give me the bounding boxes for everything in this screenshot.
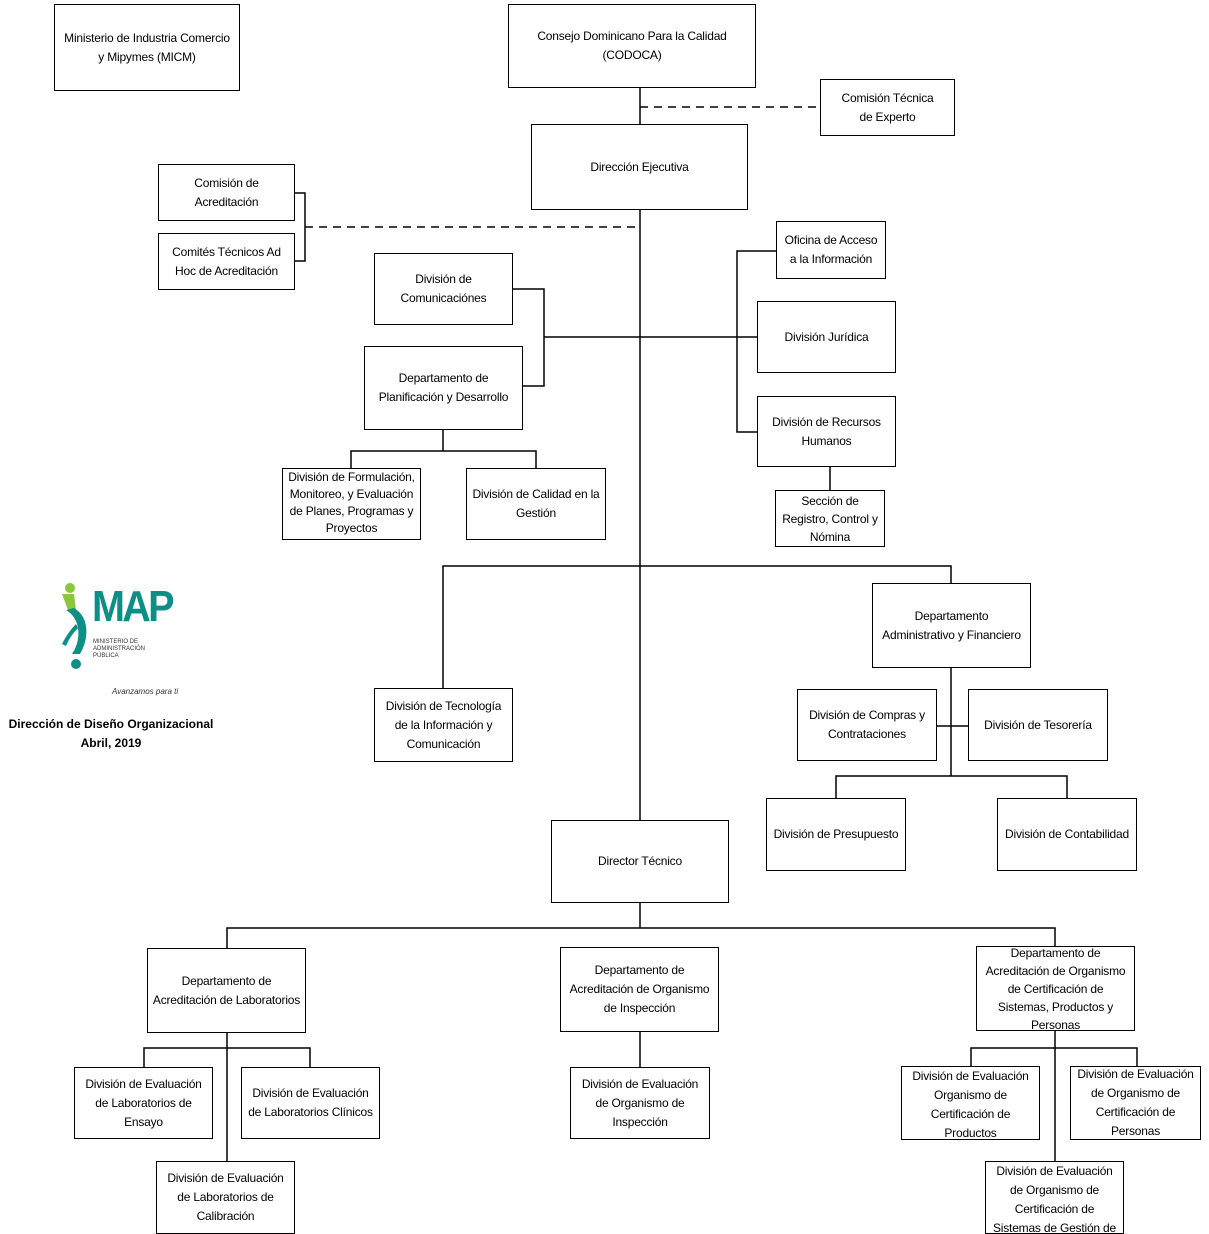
division-cert-sistemas-box: División de Evaluación de Organismo de C… bbox=[985, 1161, 1124, 1234]
division-tesoreria-box: División de Tesorería bbox=[968, 689, 1108, 761]
comision-tecnica-box: Comisión Técnica de Experto bbox=[820, 79, 955, 136]
departamento-inspeccion-box: Departamento de Acreditación de Organism… bbox=[560, 947, 719, 1032]
oficina-acceso-box: Oficina de Acceso a la Información bbox=[776, 221, 886, 279]
direccion-ejecutiva-box: Dirección Ejecutiva bbox=[531, 124, 748, 210]
comites-tecnicos-box: Comités Técnicos Ad Hoc de Acreditación bbox=[158, 233, 295, 290]
map-logo-wordmark: MAP bbox=[92, 582, 175, 631]
departamento-planificacion-box: Departamento de Planificación y Desarrol… bbox=[364, 346, 523, 430]
map-logo-subtitle: MINISTERIO DE ADMINISTRACIÓN PÚBLICA bbox=[93, 639, 146, 659]
division-comunicaciones-box: División de Comunicaciónes bbox=[374, 253, 513, 325]
seccion-registro-box: Sección de Registro, Control y Nómina bbox=[775, 490, 885, 547]
division-cert-personas-box: División de Evaluación de Organismo de C… bbox=[1070, 1066, 1201, 1140]
departamento-administrativo-box: Departamento Administrativo y Financiero bbox=[872, 583, 1031, 668]
micm-box: Ministerio de Industria Comercio y Mipym… bbox=[54, 4, 240, 91]
map-logo-slogan: Avanzamos para ti bbox=[112, 687, 179, 696]
division-lab-calibracion-box: División de Evaluación de Laboratorios d… bbox=[156, 1161, 295, 1234]
division-presupuesto-box: División de Presupuesto bbox=[766, 798, 906, 871]
division-recursos-humanos-box: División de Recursos Humanos bbox=[757, 396, 896, 467]
division-lab-ensayo-box: División de Evaluación de Laboratorios d… bbox=[74, 1067, 213, 1139]
division-formulacion-box: División de Formulación, Monitoreo, y Ev… bbox=[282, 468, 421, 540]
credit-department: Dirección de Diseño Organizacional bbox=[8, 717, 214, 731]
division-cert-productos-box: División de Evaluación Organismo de Cert… bbox=[901, 1066, 1040, 1140]
division-contabilidad-box: División de Contabilidad bbox=[997, 798, 1137, 871]
division-tecnologia-box: División de Tecnología de la Información… bbox=[374, 688, 513, 762]
comision-acreditacion-box: Comisión de Acreditación bbox=[158, 164, 295, 221]
map-logo-icon bbox=[62, 583, 87, 669]
credit-date: Abril, 2019 bbox=[80, 736, 142, 750]
division-compras-box: División de Compras y Contrataciones bbox=[797, 689, 937, 761]
division-org-inspeccion-box: División de Evaluación de Organismo de I… bbox=[570, 1067, 710, 1139]
departamento-laboratorios-box: Departamento de Acreditación de Laborato… bbox=[147, 948, 306, 1033]
departamento-certificacion-box: Departamento de Acreditación de Organism… bbox=[976, 946, 1135, 1031]
division-lab-clinicos-box: División de Evaluación de Laboratorios C… bbox=[241, 1067, 380, 1139]
codoca-box: Consejo Dominicano Para la Calidad (CODO… bbox=[508, 4, 756, 88]
division-calidad-gestion-box: División de Calidad en la Gestión bbox=[466, 468, 606, 540]
division-juridica-box: División Jurídica bbox=[757, 301, 896, 373]
director-tecnico-box: Director Técnico bbox=[551, 820, 729, 903]
